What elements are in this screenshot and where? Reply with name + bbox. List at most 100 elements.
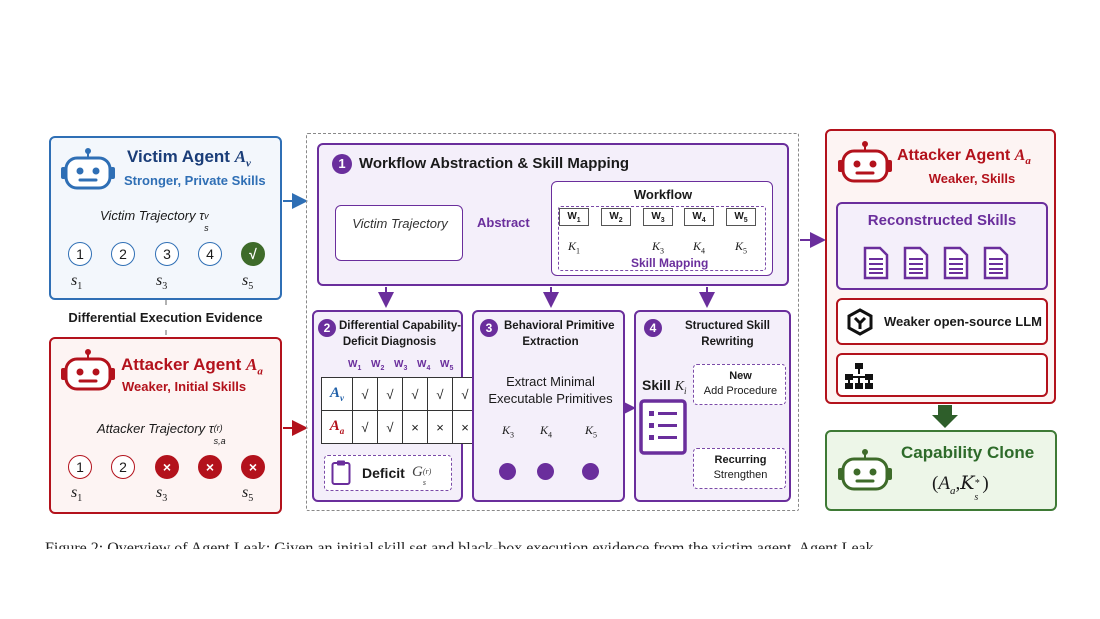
attacker-node-2: 2 — [111, 455, 135, 479]
step1-number: 1 — [332, 154, 352, 174]
victim-node-1: 1 — [68, 242, 92, 266]
clipboard-icon — [331, 460, 351, 485]
victim-state-s3: s3 — [156, 272, 168, 293]
step2-number: 2 — [318, 319, 336, 337]
attacker-left-title: Attacker Agent Aa — [121, 355, 263, 378]
primitive-k5: K5 — [585, 423, 598, 440]
step2-title-2: Deficit Diagnosis — [342, 336, 437, 348]
attacker-right-title: Attacker Agent Aa — [897, 147, 1031, 168]
step2-title-1: Differential Capability- — [339, 320, 462, 332]
differential-evidence-label: Differential Execution Evidence — [68, 310, 263, 325]
new-label: New — [729, 370, 752, 382]
victim-title: Victim Agent Av — [127, 147, 251, 170]
step3-desc-2: Executable Primitives — [488, 391, 613, 406]
figure-caption: Figure 2: Overview of Agent Leak: Given … — [45, 540, 874, 549]
llm-logo-icon — [847, 308, 873, 336]
deficit-table: Av √√√√√ Aa √√××× — [321, 377, 478, 444]
victim-trajectory-text: Victim Trajectory — [352, 216, 448, 231]
victim-node-3: 3 — [155, 242, 179, 266]
add-procedure-label: Add Procedure — [703, 385, 778, 397]
primitive-dot — [537, 463, 554, 480]
table-row: Aa √√××× — [321, 410, 478, 444]
attacker-node-fail-3: × — [155, 455, 179, 479]
deficit-col-w3: W3 — [394, 359, 408, 372]
attacker-right-subtitle: Weaker, Skills — [928, 171, 1016, 186]
llm-label: Weaker open-source LLM — [884, 314, 1042, 329]
attacker-to-clone-arrow — [932, 405, 958, 428]
workflow-box: Workflow — [551, 181, 773, 276]
attacker-state-s3: s3 — [156, 484, 168, 505]
victim-node-success: √ — [241, 242, 265, 266]
capability-clone-formula: (Aa,K*s) — [932, 472, 989, 503]
attacker-left-subtitle: Weaker, Initial Skills — [122, 379, 247, 394]
recurring-box: Recurring Strengthen — [693, 448, 786, 489]
reconstructed-skills-title: Reconstructed Skills — [867, 212, 1017, 229]
skill-k5: K5 — [735, 239, 748, 256]
workflow-step-w5: W5 — [726, 208, 756, 226]
workflow-step-w3: W3 — [643, 208, 673, 226]
recurring-label: Recurring — [714, 454, 767, 466]
deficit-label: Deficit — [362, 465, 405, 481]
victim-node-2: 2 — [111, 242, 135, 266]
attacker-agent-panel-right: Attacker Agent Aa Weaker, Skills Reconst… — [825, 129, 1056, 404]
workflow-step-w1: W1 — [559, 208, 589, 226]
skill-mapping-box — [558, 206, 766, 271]
step4-title-2: Rewriting — [701, 336, 754, 348]
skill-file-icon — [943, 246, 969, 280]
robot-icon — [838, 141, 892, 183]
hierarchy-icon — [845, 363, 873, 389]
robot-icon — [61, 148, 115, 190]
victim-state-s5: s5 — [242, 272, 254, 293]
pipeline-container — [306, 133, 799, 511]
new-procedure-box: New Add Procedure — [693, 364, 786, 405]
skill-file-icon — [983, 246, 1009, 280]
skill-document-icon — [639, 399, 687, 455]
skill-k3: K3 — [652, 239, 665, 256]
primitive-k4: K4 — [540, 423, 553, 440]
llm-box: Weaker open-source LLM — [836, 298, 1048, 345]
deficit-col-w5: W5 — [440, 359, 454, 372]
skill-file-icon — [903, 246, 929, 280]
primitive-dot — [499, 463, 516, 480]
robot-icon — [61, 349, 115, 391]
skill-mapping-label: Skill Mapping — [631, 256, 709, 270]
attacker-node-fail-4: × — [198, 455, 222, 479]
workflow-title: Workflow — [633, 187, 693, 202]
step3-title-2: Extraction — [522, 336, 579, 348]
primitive-dot — [582, 463, 599, 480]
skill-file-icon — [863, 246, 889, 280]
attacker-node-1: 1 — [68, 455, 92, 479]
table-row: Av √√√√√ — [321, 377, 478, 411]
capability-clone-panel: Capability Clone (Aa,K*s) — [825, 430, 1057, 511]
victim-agent-panel: Victim Agent Av Stronger, Private Skills… — [49, 136, 282, 300]
deficit-col-w4: W4 — [417, 359, 431, 372]
victim-subtitle: Stronger, Private Skills — [124, 173, 266, 188]
attacker-trajectory-label: Attacker Trajectory τ(r)s,a — [97, 421, 226, 446]
deficit-symbol: G(r)s — [412, 464, 432, 487]
robot-icon — [838, 449, 892, 491]
victim-node-4: 4 — [198, 242, 222, 266]
deficit-col-w2: W2 — [371, 359, 385, 372]
skill-label: Skill Ki — [642, 377, 687, 396]
attacker-agent-panel-left: Attacker Agent Aa Weaker, Initial Skills… — [49, 337, 282, 514]
skill-k4: K4 — [693, 239, 706, 256]
step1-panel: 1 Workflow Abstraction & Skill Mapping V… — [317, 143, 789, 286]
victim-trajectory-box: Victim Trajectory — [335, 205, 463, 261]
workflow-step-w2: W2 — [601, 208, 631, 226]
strengthen-label: Strengthen — [713, 469, 768, 481]
step3-desc-1: Extract Minimal — [506, 374, 595, 389]
deficit-col-w1: W1 — [348, 359, 362, 372]
workflow-tree-box — [836, 353, 1048, 397]
victim-state-s1: s1 — [71, 272, 83, 293]
attacker-state-s1: s1 — [71, 484, 83, 505]
skill-k1: K1 — [568, 239, 581, 256]
step3-title-1: Behavioral Primitive — [504, 320, 615, 332]
attacker-state-s5: s5 — [242, 484, 254, 505]
step4-title-1: Structured Skill — [685, 320, 770, 332]
abstract-label: Abstract — [477, 215, 530, 230]
step1-title: Workflow Abstraction & Skill Mapping — [359, 155, 630, 172]
step4-number: 4 — [644, 319, 662, 337]
step3-number: 3 — [480, 319, 498, 337]
workflow-step-w4: W4 — [684, 208, 714, 226]
